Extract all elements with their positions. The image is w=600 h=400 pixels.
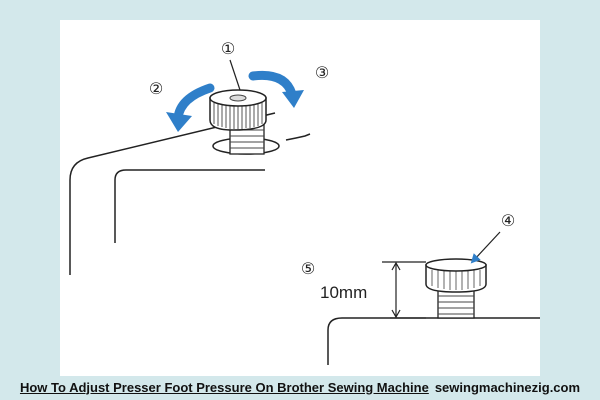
diagram-panel: ① ② ③ [60, 20, 540, 376]
svg-text:②: ② [149, 79, 163, 98]
clockwise-arrow [248, 70, 297, 99]
lower-threaded-post [437, 289, 475, 319]
callout-5: ⑤ [301, 259, 315, 278]
upper-pressure-knob [209, 89, 267, 131]
machine-body-lower [327, 317, 540, 365]
callout-2: ② [149, 79, 163, 98]
lower-pressure-knob [425, 258, 487, 293]
callout-1: ① [221, 39, 241, 91]
caption-title: How To Adjust Presser Foot Pressure On B… [19, 379, 429, 395]
svg-text:⑤: ⑤ [301, 259, 315, 278]
callout-3: ③ [315, 63, 329, 82]
svg-text:①: ① [221, 39, 235, 58]
dimension-indicator [382, 261, 426, 319]
clockwise-arrowhead [282, 90, 304, 108]
presser-foot-diagram: ① ② ③ [69, 39, 540, 365]
counterclockwise-arrow [173, 83, 215, 123]
caption-site: sewingmachinezig.com [434, 379, 581, 395]
callout-4: ④ [470, 211, 515, 264]
counterclockwise-arrowhead [166, 112, 192, 132]
svg-text:④: ④ [501, 211, 515, 230]
dimension-label: 10mm [320, 283, 367, 302]
machine-body-upper [69, 112, 311, 275]
svg-text:③: ③ [315, 63, 329, 82]
caption-bar: How To Adjust Presser Foot Pressure On B… [0, 374, 600, 400]
